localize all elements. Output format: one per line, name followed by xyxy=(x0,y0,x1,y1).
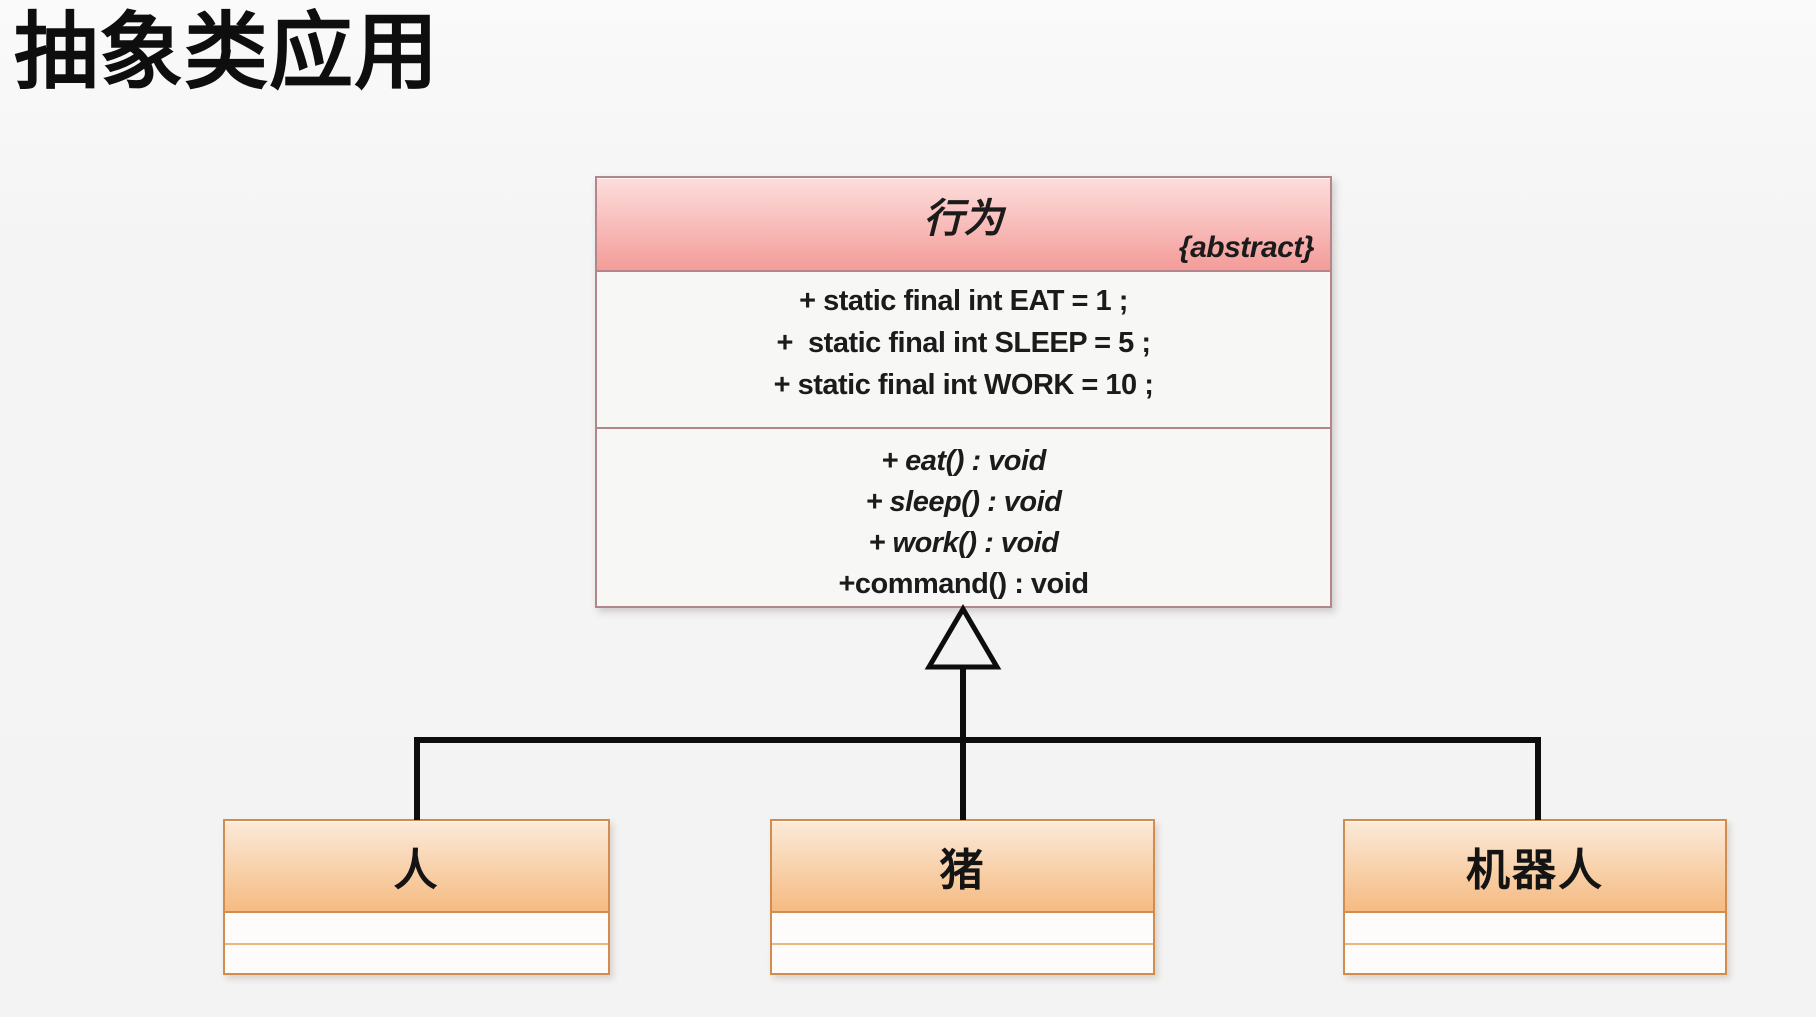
uml-class-person: 人 xyxy=(223,819,610,975)
method-line-concrete: +command() : void xyxy=(838,567,1089,600)
class-methods-section-empty xyxy=(772,945,1153,973)
attribute-line: + static final int WORK = 10 ; xyxy=(773,368,1154,401)
method-line-abstract: + work() : void xyxy=(868,526,1059,559)
class-attributes-section-empty xyxy=(772,913,1153,945)
attribute-line: + static final int SLEEP = 5 ; xyxy=(776,326,1151,359)
method-line-abstract: + eat() : void xyxy=(881,444,1046,477)
uml-class-behavior: 行为 {abstract} + static final int EAT = 1… xyxy=(595,176,1332,608)
class-name-behavior: 行为 xyxy=(923,196,1004,241)
class-name-pig: 猪 xyxy=(772,821,1153,913)
class-methods-section: + eat() : void + sleep() : void + work()… xyxy=(597,429,1330,606)
class-name-robot: 机器人 xyxy=(1345,821,1725,913)
class-header-behavior: 行为 {abstract} xyxy=(597,178,1330,272)
generalization-bus-line xyxy=(414,737,1541,820)
uml-class-robot: 机器人 xyxy=(1343,819,1727,975)
uml-class-pig: 猪 xyxy=(770,819,1155,975)
attribute-line: + static final int EAT = 1 ; xyxy=(799,284,1128,317)
generalization-triangle-icon xyxy=(924,604,1002,670)
class-name-person: 人 xyxy=(225,821,608,913)
class-methods-section-empty xyxy=(1345,945,1725,973)
abstract-stereotype-label: {abstract} xyxy=(1178,231,1315,264)
class-attributes-section: + static final int EAT = 1 ; + static fi… xyxy=(597,272,1330,429)
method-line-abstract: + sleep() : void xyxy=(865,485,1062,518)
class-attributes-section-empty xyxy=(1345,913,1725,945)
page-title: 抽象类应用 xyxy=(14,5,440,99)
class-methods-section-empty xyxy=(225,945,608,973)
class-attributes-section-empty xyxy=(225,913,608,945)
